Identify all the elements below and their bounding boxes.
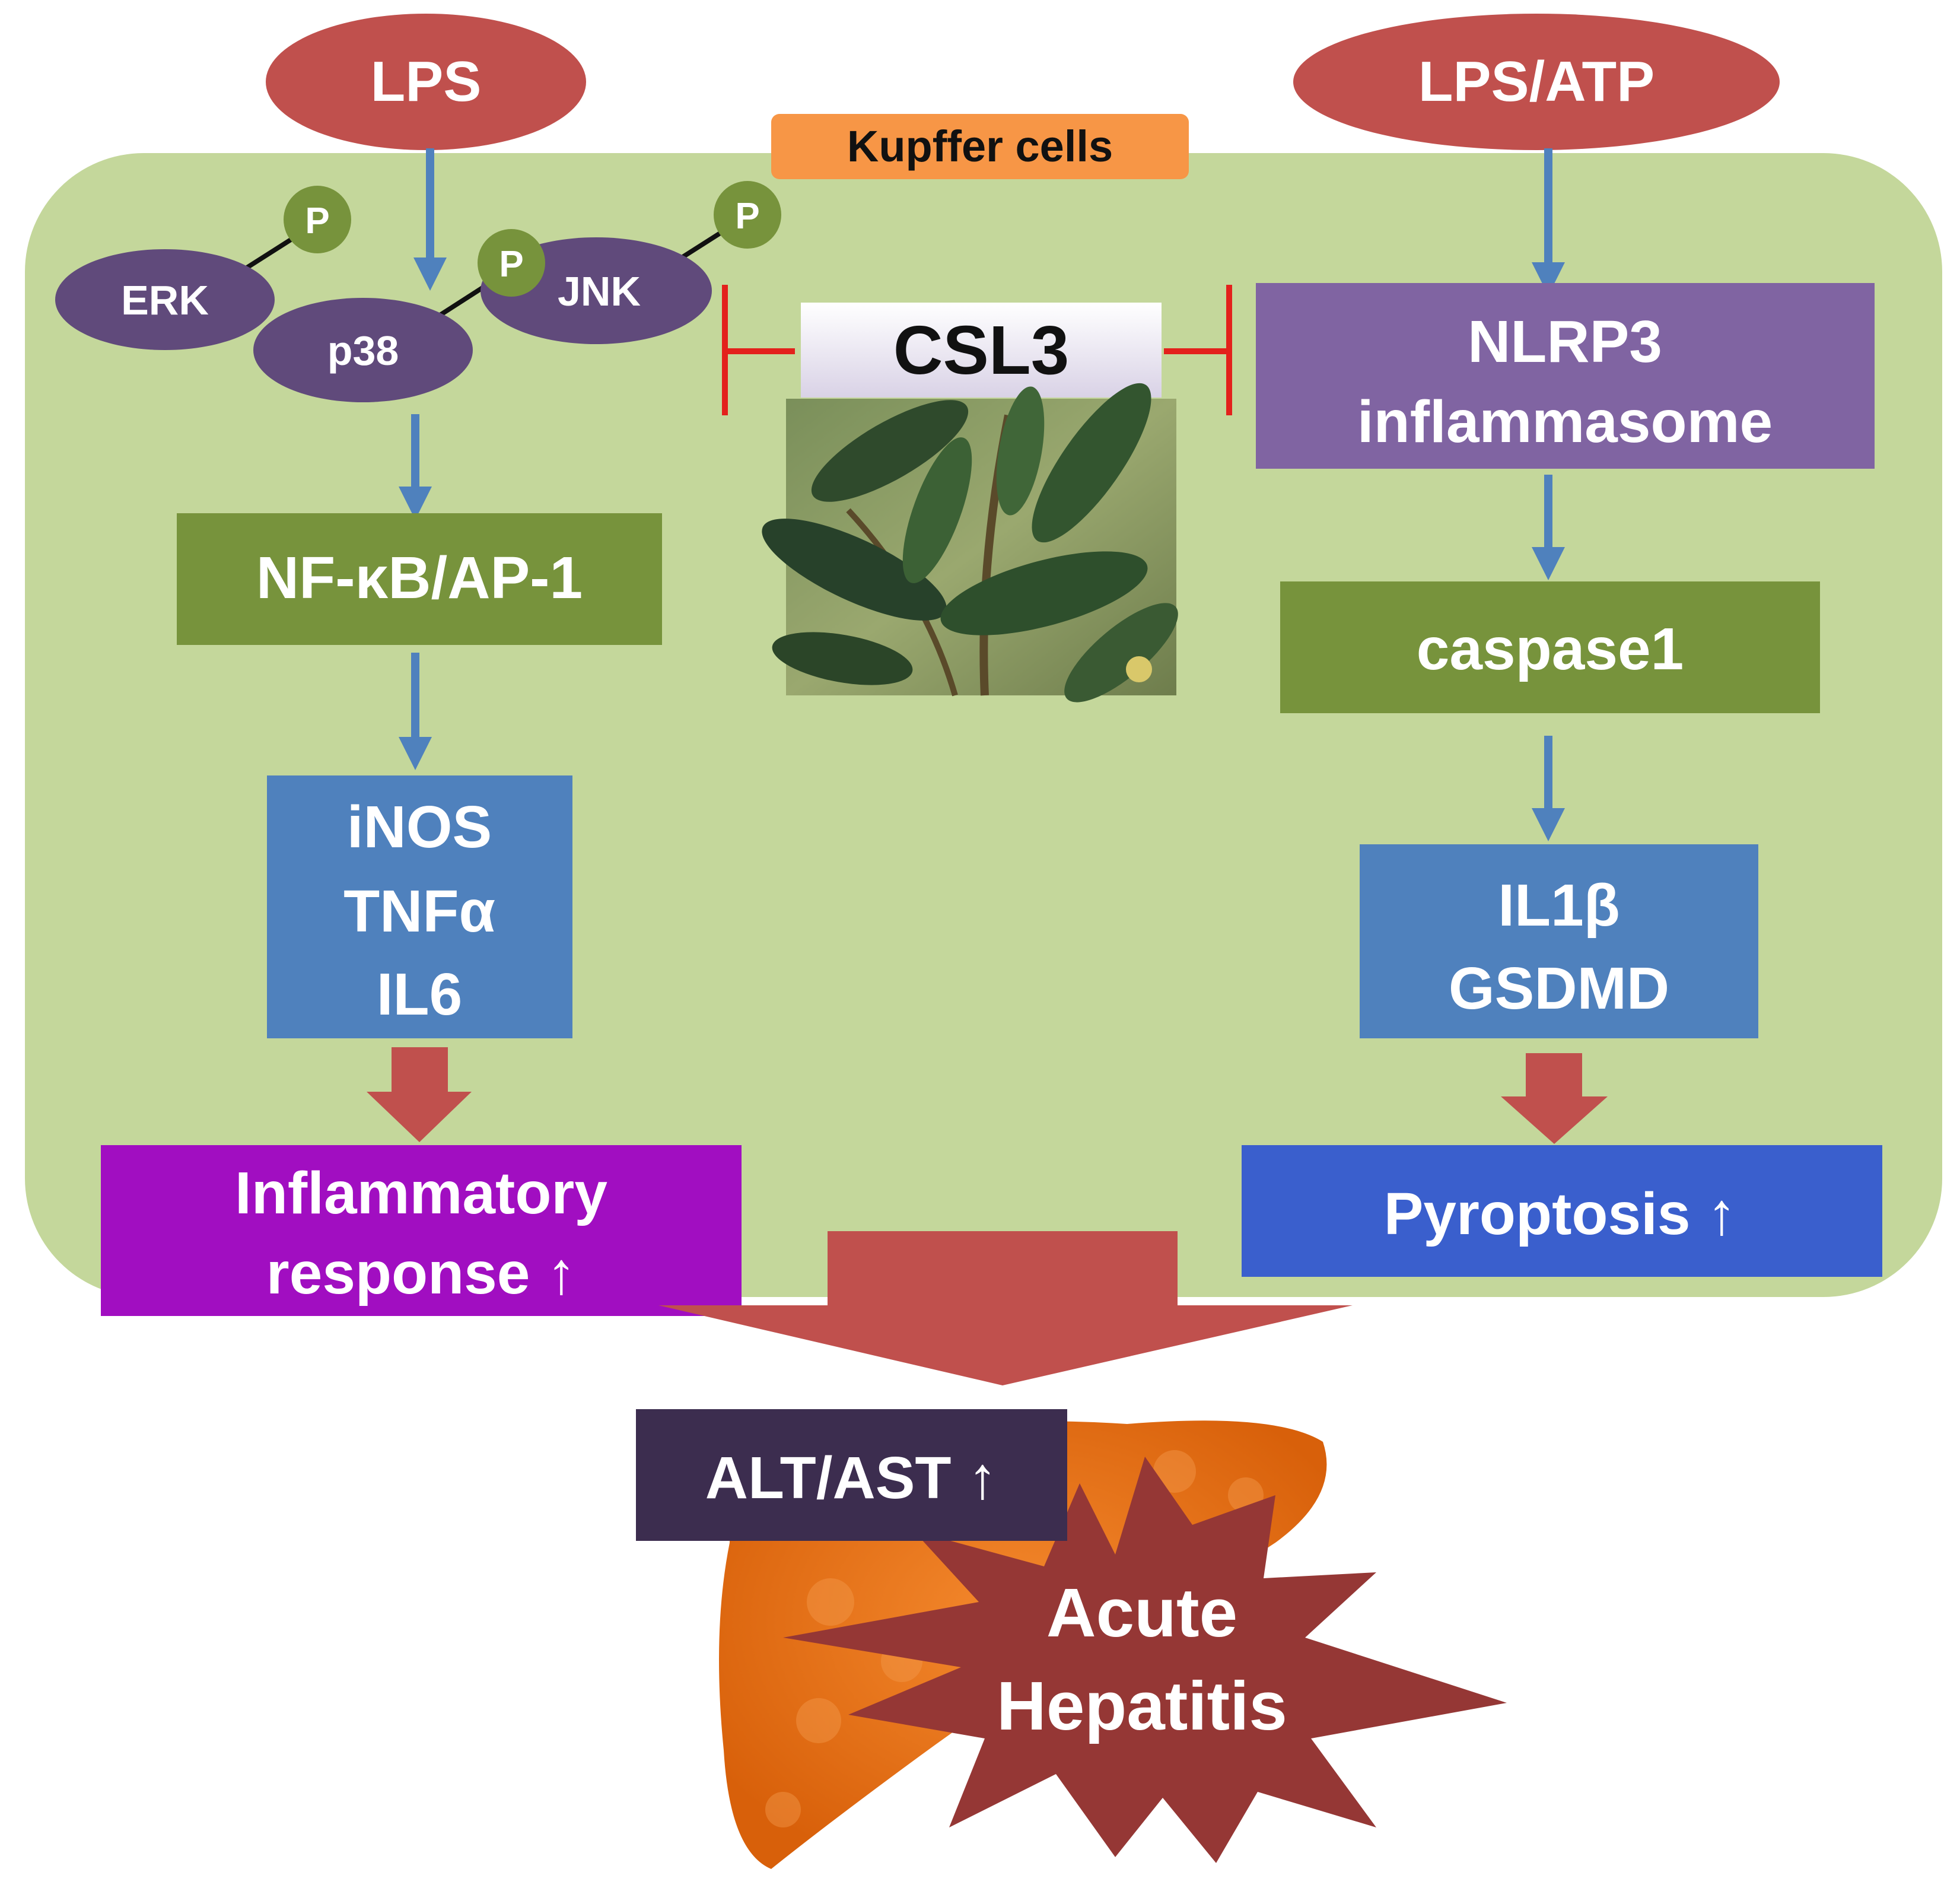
csl3-box [801, 303, 1162, 398]
plant-leaves-photo [762, 383, 1178, 702]
nfkb-box [177, 513, 662, 645]
inflammatory-response-box [101, 1145, 742, 1316]
pyroptosis-box [1242, 1145, 1882, 1277]
il1b-label: IL1β [1498, 872, 1620, 939]
caspase1-label: caspase1 [1417, 616, 1684, 682]
left-mediators-box [267, 775, 572, 1038]
acute-hepatitis-starburst [783, 1457, 1507, 1863]
nlrp3-box [1256, 283, 1875, 469]
right-mediators-box [1360, 844, 1758, 1038]
jnk-phospho-circle [714, 181, 781, 249]
lps-input-ellipse [266, 14, 586, 150]
big-red-arrow-to-liver [658, 1231, 1353, 1385]
erk-phospho-label: P [305, 201, 329, 241]
red-arrow-left-outcome [367, 1047, 472, 1142]
jnk-label: JNK [558, 268, 641, 314]
p38-phospho-circle [478, 229, 545, 297]
gsdmd-label: GSDMD [1449, 955, 1669, 1022]
lps-atp-input-ellipse [1293, 14, 1780, 150]
lps-input-label: LPS [371, 50, 482, 113]
lps-atp-input-label: LPS/ATP [1418, 50, 1654, 113]
erk-phospho-circle [284, 186, 351, 253]
kupffer-label-box [771, 114, 1189, 179]
p38-node [253, 298, 473, 402]
nlrp3-label: NLRP3 [1468, 309, 1662, 375]
jnk-phospho-label: P [735, 196, 759, 237]
hepatitis-label: Hepatitis [997, 1667, 1287, 1744]
inos-label: iNOS [347, 794, 492, 860]
p38-phospho-label: P [499, 244, 523, 285]
inflammasome-label: inflammasome [1357, 389, 1773, 455]
erk-node [55, 249, 275, 350]
erk-label: ERK [121, 277, 209, 323]
p38-label: p38 [327, 328, 399, 374]
tnfa-label: TNFα [343, 878, 495, 945]
caspase1-box [1280, 581, 1820, 713]
inflammatory-label: Inflammatory [235, 1160, 607, 1226]
kupffer-label: Kupffer cells [847, 122, 1113, 171]
alt-ast-box [636, 1409, 1067, 1541]
acute-label: Acute [1046, 1574, 1237, 1651]
csl3-label: CSL3 [893, 311, 1070, 389]
il6-label: IL6 [377, 961, 462, 1028]
response-label: response ↑ [266, 1240, 576, 1307]
nfkb-label: NF-κB/AP-1 [256, 545, 583, 611]
pyroptosis-label: Pyroptosis ↑ [1384, 1181, 1737, 1247]
red-arrow-right-outcome [1501, 1053, 1608, 1144]
alt-ast-label: ALT/AST ↑ [705, 1445, 998, 1511]
